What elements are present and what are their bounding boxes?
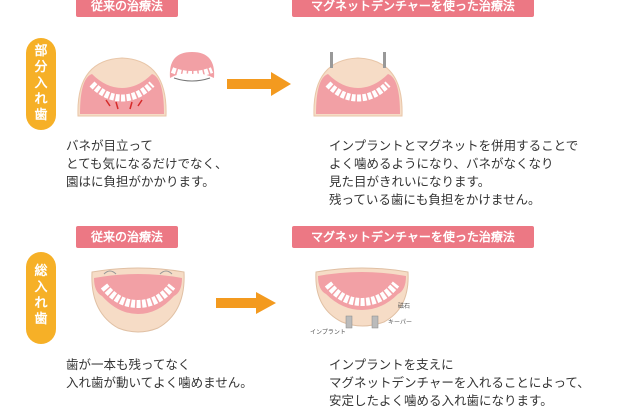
full-denture-conventional-illustration [91, 267, 185, 333]
side-label-text: 部分入れ歯 [34, 44, 48, 123]
arrow-icon [216, 292, 276, 314]
arrow-icon [227, 72, 291, 96]
tag-magnet-denture-1: マグネットデンチャーを使った治療法 [292, 0, 534, 17]
full-denture-magnet-illustration: 磁石 キーパー インプラント [310, 267, 412, 336]
tag-conventional-1: 従来の治療法 [76, 0, 178, 17]
side-label-partial: 部分入れ歯 [26, 38, 56, 130]
side-label-text: 総入れ歯 [34, 264, 48, 327]
label-keeper: キーパー [388, 319, 412, 326]
partial-denture-magnet-illustration [313, 52, 403, 117]
tag-magnet-denture-2: マグネットデンチャーを使った治療法 [292, 226, 534, 248]
label-implant: インプラント [310, 329, 346, 336]
desc-conventional-1: バネが目立って とても気になるだけでなく、 園はに負担がかかります。 [66, 138, 228, 189]
desc-magnet-denture-1: インプラントとマグネットを併用することで よく噛めるようになり、バネがなくなり … [329, 138, 579, 207]
tag-conventional-2: 従来の治療法 [76, 226, 178, 248]
desc-magnet-denture-2: インプラントを支えに マグネットデンチャーを入れることによって、 安定したよく噛… [329, 357, 590, 408]
label-magnet: 磁石 [398, 302, 410, 310]
side-label-full: 総入れ歯 [26, 252, 56, 344]
partial-denture-conventional-illustration [77, 52, 215, 117]
desc-conventional-2: 歯が一本も残ってなく 入れ歯が動いてよく噛めません。 [66, 357, 253, 390]
